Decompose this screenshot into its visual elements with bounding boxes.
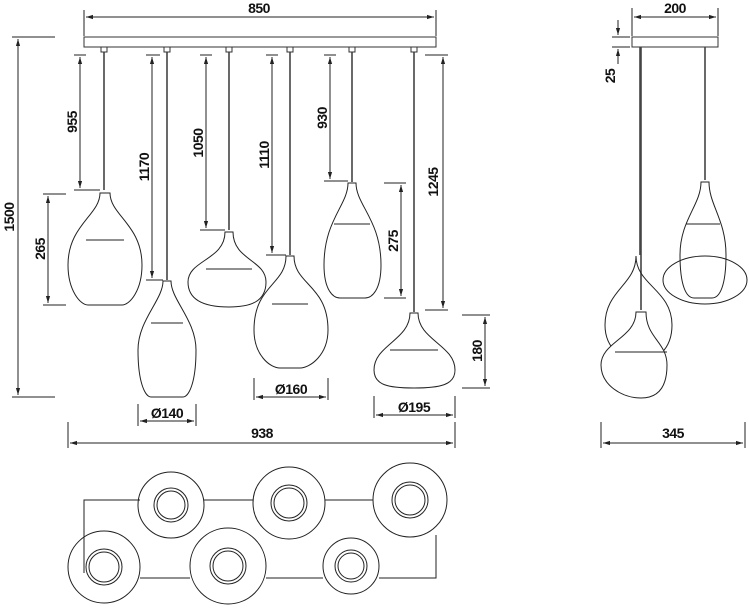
cables (103, 52, 415, 312)
bottom-lamp-circles (67, 462, 448, 605)
dim-cable-5: 930 (314, 106, 330, 129)
dim-diameter-3: Ø195 (398, 399, 431, 415)
dim-shade-height-2: 275 (385, 229, 401, 252)
front-view: 850 1500 955 1170 1050 1110 930 1245 265… (1, 0, 490, 448)
dim-diameter-1: Ø140 (151, 405, 184, 421)
side-ceiling-bar (631, 36, 719, 48)
dim-canopy-width: 200 (664, 0, 687, 16)
dim-cable-4: 1110 (256, 140, 272, 168)
dim-cable-6: 1245 (425, 167, 441, 197)
dim-total-span: 938 (251, 425, 274, 441)
dim-diameter-2: Ø160 (275, 381, 308, 397)
lamp-shades (67, 182, 456, 398)
dim-canopy-height: 25 (602, 68, 618, 83)
dim-cable-1: 955 (64, 110, 80, 133)
side-view: 200 25 345 (600, 0, 748, 448)
bottom-view (67, 462, 448, 605)
dim-width: 850 (248, 0, 271, 16)
dim-shade-height-1: 265 (32, 237, 48, 260)
dimension-lines (12, 10, 490, 448)
dim-height: 1500 (1, 202, 17, 232)
dim-shade-height-3: 180 (469, 339, 485, 362)
dim-cable-2: 1170 (136, 152, 152, 181)
ceiling-bar (83, 36, 437, 48)
dim-depth: 345 (662, 425, 685, 441)
dim-cable-3: 1050 (190, 128, 206, 158)
